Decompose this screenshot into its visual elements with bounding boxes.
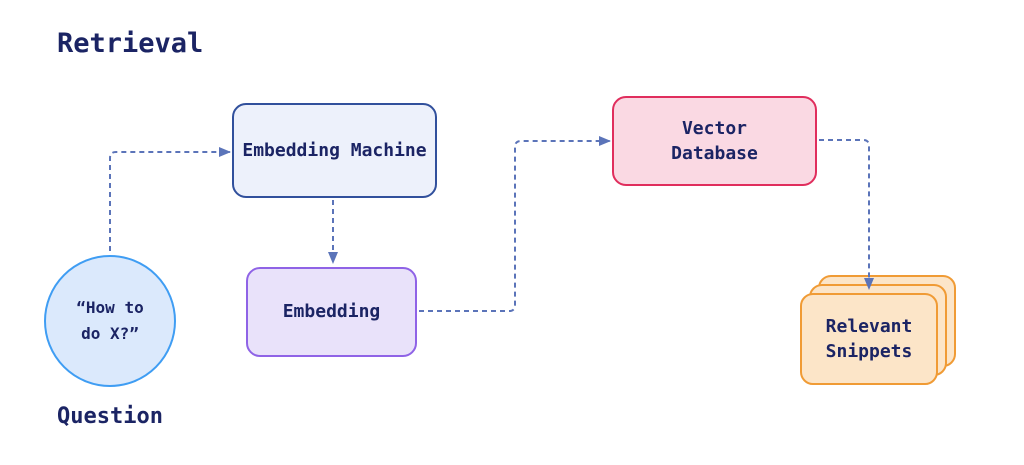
question-circle-label: “How to do X?” (76, 298, 144, 343)
connector-embedding-to-vector-database (419, 136, 611, 312)
embedding-node: Embedding (246, 267, 417, 357)
question-circle-node: “How to do X?” (44, 255, 176, 387)
question-caption: Question (57, 404, 163, 429)
vector-database-node: Vector Database (612, 96, 817, 186)
embedding-label: Embedding (282, 301, 381, 323)
embedding-machine-label: Embedding Machine (242, 139, 427, 161)
connector-question-to-embedding-machine (109, 147, 231, 251)
connector-vector-database-to-relevant-snippets (819, 139, 874, 290)
relevant-snippets-node: Relevant Snippets (800, 293, 938, 385)
relevant-snippets-label: Relevant Snippets (825, 315, 913, 362)
vector-database-label: Vector Database (671, 117, 758, 164)
embedding-machine-node: Embedding Machine (232, 103, 437, 198)
diagram-title: Retrieval (57, 28, 204, 59)
